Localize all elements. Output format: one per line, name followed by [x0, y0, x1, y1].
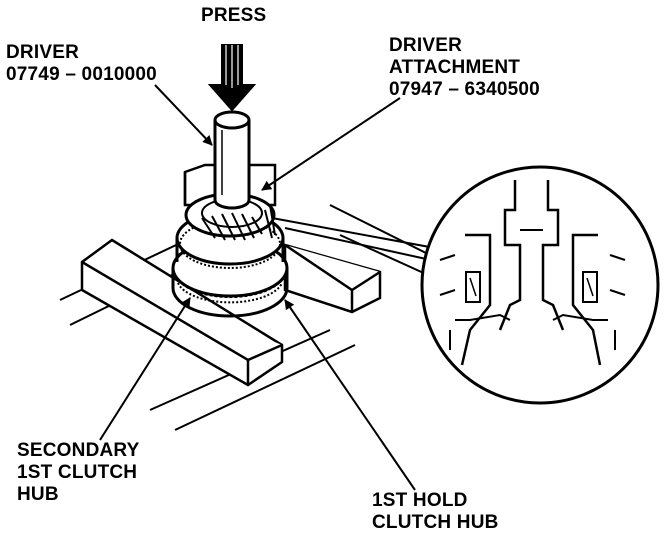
driver-shaft: [213, 110, 251, 210]
hold-hub-line1: 1ST HOLD: [372, 490, 468, 511]
hold-hub-leader: [284, 299, 416, 491]
press-label: PRESS: [201, 5, 266, 27]
right-wood-block: [283, 243, 382, 314]
hold-hub-line2: CLUTCH HUB: [372, 512, 499, 533]
press-text: PRESS: [201, 5, 267, 26]
driver-attachment-part-number: 07947 – 6340500: [389, 79, 540, 100]
secondary-hub-line1: SECONDARY: [17, 440, 140, 461]
hold-clutch-hub-label: 1ST HOLD CLUTCH HUB: [372, 490, 499, 534]
secondary-hub-line3: HUB: [17, 484, 59, 505]
driver-attachment-label: DRIVER ATTACHMENT 07947 – 6340500: [389, 35, 540, 101]
cross-section-detail: [420, 165, 660, 405]
secondary-clutch-hub-label: SECONDARY 1ST CLUTCH HUB: [17, 440, 140, 506]
driver-name: DRIVER: [6, 42, 79, 63]
press-arrow-icon: [207, 44, 257, 112]
driver-attachment-line2: ATTACHMENT: [389, 57, 521, 78]
driver-label: DRIVER 07749 – 0010000: [6, 42, 157, 86]
driver-leader: [154, 84, 213, 146]
detail-callout-lines: [271, 217, 441, 263]
secondary-hub-line2: 1ST CLUTCH: [17, 462, 138, 483]
driver-part-number: 07749 – 0010000: [6, 64, 157, 85]
driver-attachment-line1: DRIVER: [389, 35, 462, 56]
attachment-leader: [261, 97, 401, 191]
secondary-hub-leader: [99, 297, 191, 441]
leader-lines: [99, 84, 416, 491]
